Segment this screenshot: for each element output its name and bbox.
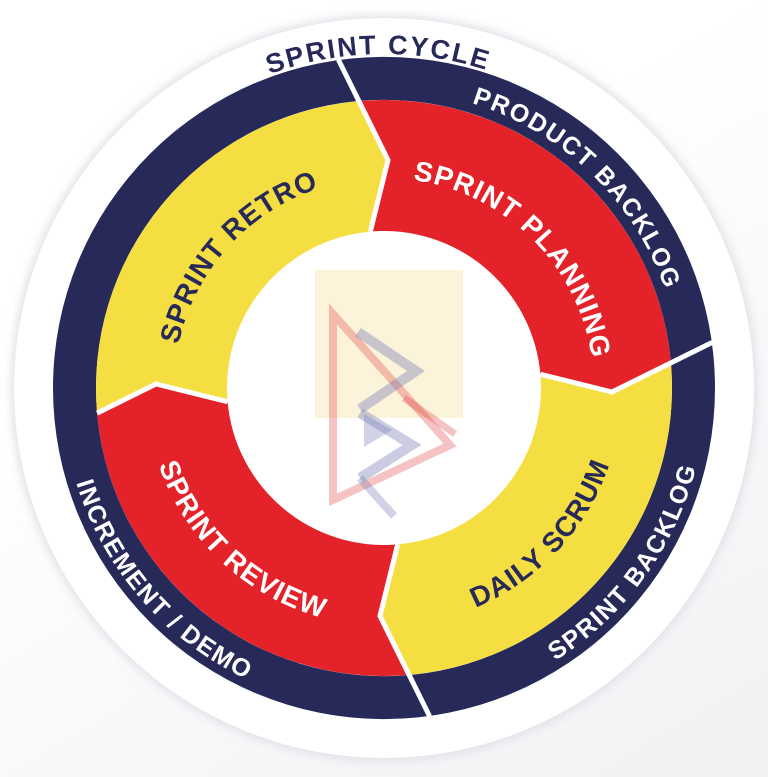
segment-daily-scrum — [380, 362, 672, 675]
divider-top — [336, 58, 391, 233]
watermark-blue-chevron-bottom — [357, 408, 422, 483]
divider-right — [539, 340, 714, 395]
segment-sprint-review — [97, 384, 410, 676]
center-watermark-logo — [315, 270, 463, 519]
watermark-red-triangle — [329, 303, 457, 507]
watermark-blue-triangle — [364, 414, 392, 447]
divider-left — [95, 381, 229, 416]
watermark-blue-tail — [357, 475, 397, 519]
watermark-red-stripe — [401, 395, 458, 437]
divider-bottom — [377, 543, 432, 718]
segment-sprint-planning — [358, 100, 671, 393]
watermark-blue-chevron-top — [355, 327, 425, 414]
watermark-square — [315, 270, 463, 418]
segment-dividers — [95, 58, 714, 718]
segment-sprint-retro — [96, 101, 389, 414]
cycle-segments — [96, 100, 672, 676]
